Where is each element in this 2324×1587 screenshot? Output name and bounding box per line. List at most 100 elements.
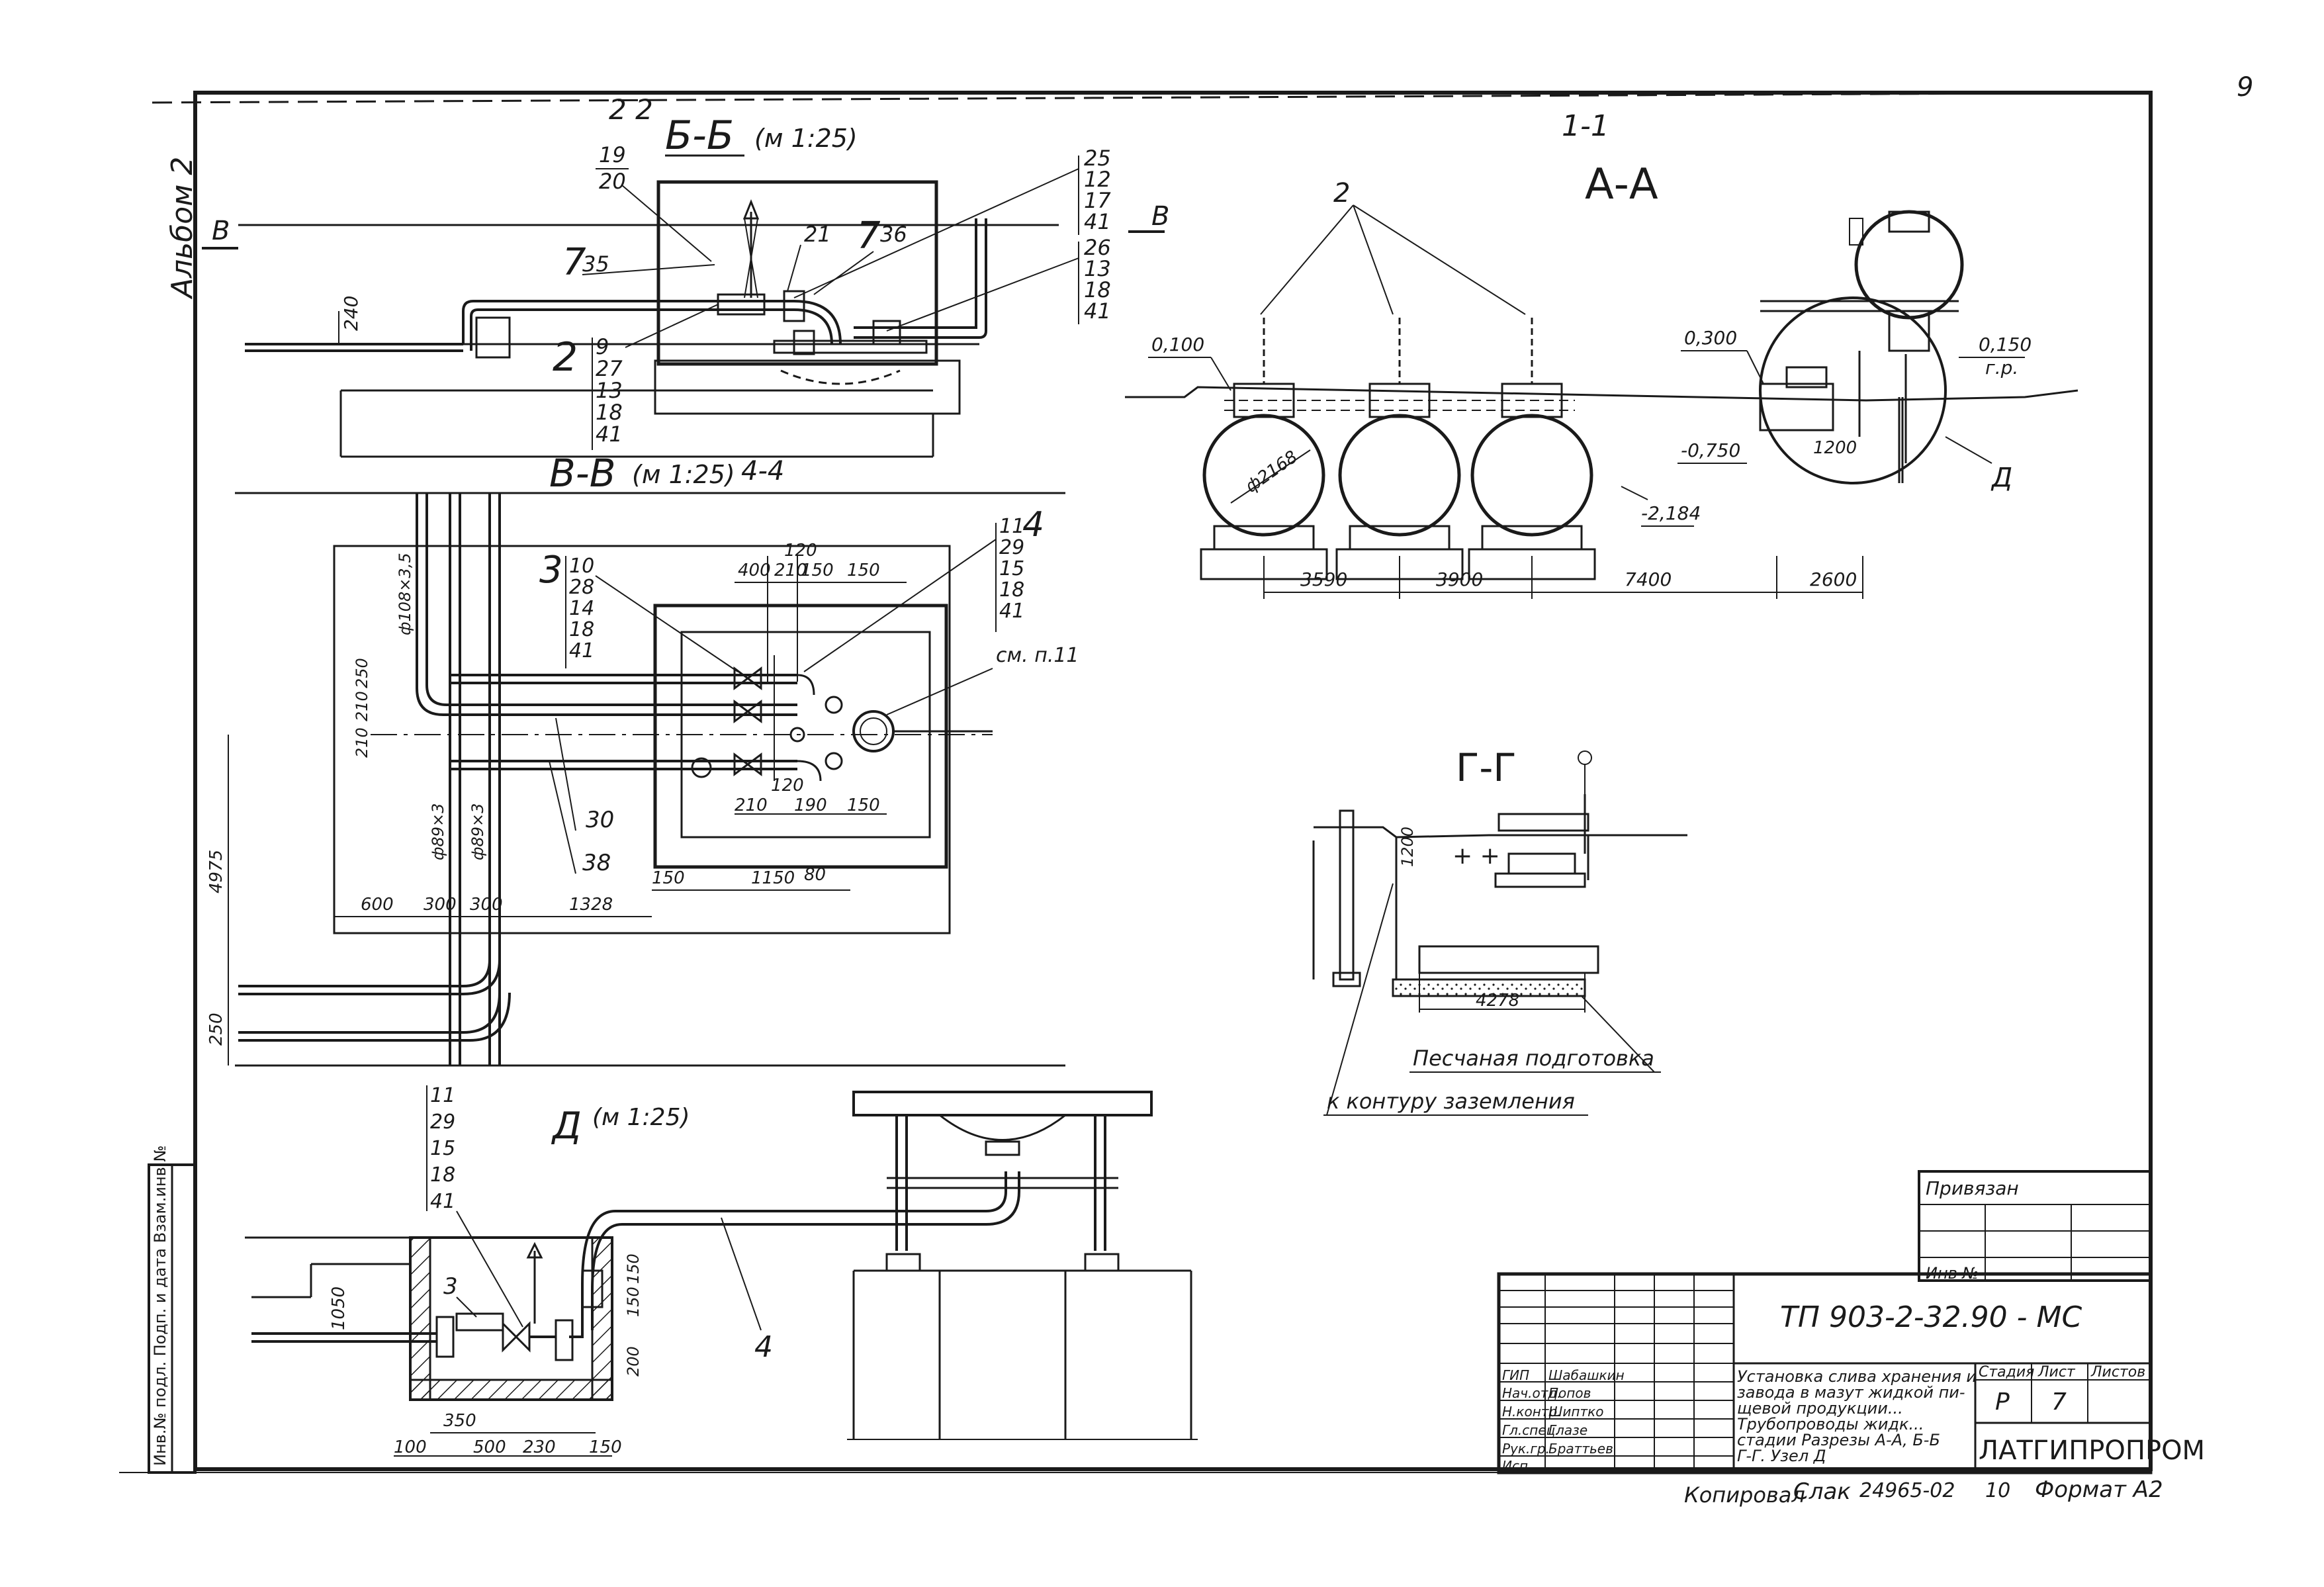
view-mark-b1: В <box>212 216 230 246</box>
bb-callout-right: 25 12 17 41 <box>793 146 1111 298</box>
bb-callout-right-0: 25 <box>1084 146 1111 171</box>
tb-sheets-header: Листов <box>2090 1364 2145 1381</box>
aa-dim-1200: 1200 <box>1813 438 1857 458</box>
bb-callout-right2-2: 18 <box>1084 277 1111 302</box>
bb-callout-right-1: 12 <box>1084 167 1111 192</box>
bb-mark-7b: 7 <box>857 214 881 257</box>
vv-pipe-1: ф108×3,5 <box>396 553 414 635</box>
section-d-title: Д <box>551 1105 582 1148</box>
vv-callout-left-4: 41 <box>569 639 594 662</box>
copied-signature: Слак <box>1793 1478 1851 1505</box>
bb-callout-right2-0: 26 <box>1084 235 1111 260</box>
aa-elev-0150: 0,150 <box>1979 334 2032 355</box>
d-callout-1: 29 <box>430 1111 455 1134</box>
vv-callout-right-4: 41 <box>999 600 1024 623</box>
vv-dim-top-2: 120 <box>784 541 817 561</box>
bb-callout-right-2: 17 <box>1084 188 1111 213</box>
section-bb-title: Б-Б <box>665 113 734 159</box>
vv-dim-bottom-2: 190 <box>794 795 827 815</box>
d-dim-bottom-3: 230 <box>523 1437 556 1457</box>
vv-dim-1328: 1328 <box>569 895 613 915</box>
binding-block: Привязан Инв № <box>1918 1170 2152 1283</box>
vv-dim-300a: 300 <box>424 895 457 915</box>
vv-pipe-2: ф89×3 <box>429 803 447 860</box>
d-dim-bottom-2: 500 <box>473 1437 506 1457</box>
vv-dim-600: 600 <box>361 895 394 915</box>
section-d-scale: (м 1:25) <box>592 1104 690 1131</box>
aa-span-3: 2600 <box>1810 568 1857 590</box>
d-callout: 11 29 15 18 41 <box>426 1084 523 1328</box>
left-strip-text: Инв.№ подл. Подп. и дата Взам.инв.№ <box>151 1146 169 1466</box>
section-aa-title: А-А <box>1585 160 1658 209</box>
aa-item-2: 2 <box>1333 178 1350 208</box>
tb-desc-0: Установка слива хранения и <box>1737 1367 1977 1386</box>
vv-callout-right-0: 11 <box>999 515 1024 538</box>
tb-role-3: Гл.спец. <box>1502 1422 1560 1438</box>
bb-dim-240: 240 <box>340 296 362 331</box>
copy-line: Копировал Слак 24965-02 10 Формат А2 <box>1684 1476 2163 1508</box>
vv-pipe-3: ф89×3 <box>469 803 487 860</box>
d-item-4: 4 <box>754 1330 773 1364</box>
bb-callout-left-1: 27 <box>596 356 623 381</box>
gg-note-ground: к контуру заземления <box>1327 1089 1575 1114</box>
vv-callout-right-3: 18 <box>999 578 1024 602</box>
aa-tank-1 <box>1200 318 1328 580</box>
bb-callout-left-4: 41 <box>596 422 623 447</box>
d-dim-bottom-1: 350 <box>443 1411 476 1431</box>
section-gg-title: Г-Г <box>1456 745 1517 790</box>
bb-callout-left-3: 18 <box>596 400 623 425</box>
gg-note-sand: Песчаная подготовка <box>1413 1046 1654 1071</box>
d-callout-3: 18 <box>430 1163 455 1187</box>
bb-callout-right2-1: 13 <box>1084 256 1111 281</box>
section-vv: В-В (м 1:25) 4-4 <box>206 451 1079 1067</box>
vv-dim-bottom-3: 150 <box>847 795 880 815</box>
vv-callout-left-1: 28 <box>569 576 594 599</box>
vv-dim-bottom-0: 210 <box>735 795 768 815</box>
tb-desc-3: Трубопроводы жидк... <box>1737 1415 1924 1433</box>
tb-role-2: Н.контр. <box>1502 1404 1562 1420</box>
aa-tank-3 <box>1468 318 1596 580</box>
bb-mark-7a: 7 <box>562 241 586 284</box>
tb-desc-5: Г-Г. Узел Д <box>1737 1447 1826 1465</box>
vv-callout-right-mark: 4 <box>1022 505 1044 545</box>
bb-mark-2: 2 <box>553 334 578 381</box>
section-aa: 1-1 А-А 2 <box>1125 109 2078 599</box>
aa-elev-m0750: -0,750 <box>1681 439 1740 461</box>
bb-callout-left-0: 9 <box>596 334 609 359</box>
section-bb: 2 2 Б-Б (м 1:25) <box>202 93 1169 458</box>
vv-item-80: 80 <box>804 865 826 885</box>
aa-elev-0300: 0,300 <box>1684 327 1737 349</box>
section-aa-premark: 1-1 <box>1562 109 1609 143</box>
page-number: 9 <box>2237 72 2253 103</box>
tb-name-2: Шиптко <box>1548 1404 1603 1420</box>
tb-sheet: 7 <box>2051 1388 2067 1416</box>
tb-role-1: Нач.отд. <box>1502 1385 1562 1401</box>
aa-diam: ф2168 <box>1242 447 1302 496</box>
view-mark-b2: В <box>1151 201 1169 232</box>
d-callout-2: 15 <box>430 1137 455 1160</box>
section-vv-mark: 4-4 <box>741 456 784 486</box>
bb-callout-left-2: 13 <box>596 378 623 403</box>
tb-code: ТП 903-2-32.90 - МС <box>1780 1300 2082 1334</box>
vv-callout-left: 3 10 28 14 18 41 <box>539 549 738 672</box>
vv-callout-right-1: 29 <box>999 536 1024 559</box>
bb-callout-right2-3: 41 <box>1084 298 1111 324</box>
vv-dim-4975: 4975 <box>206 850 226 893</box>
aa-span-2: 7400 <box>1625 568 1672 590</box>
aa-elev-gr: г.р. <box>1985 357 2018 379</box>
bb-callout-top-1: 20 <box>599 169 626 194</box>
album-label: Альбом 2 <box>165 157 199 300</box>
vv-callout-right-2: 15 <box>999 557 1024 580</box>
gg-dim-1200: 1200 <box>1398 827 1417 867</box>
aa-tank-2 <box>1335 318 1464 580</box>
aa-mark-d: Д <box>1990 463 2012 493</box>
vv-see-note: см. п.11 <box>996 644 1079 667</box>
bb-callout-right2: 26 13 18 41 <box>886 235 1111 332</box>
vv-dim-250: 250 <box>206 1013 226 1046</box>
aa-elev-m2184: -2,184 <box>1641 502 1701 524</box>
tb-name-1: Попов <box>1548 1385 1591 1401</box>
aa-elev-0100: 0,100 <box>1151 334 1204 355</box>
vv-dim-top-3: 150 <box>801 561 834 580</box>
tb-org: ЛАТГИПРОПРОМ <box>1979 1435 2205 1466</box>
